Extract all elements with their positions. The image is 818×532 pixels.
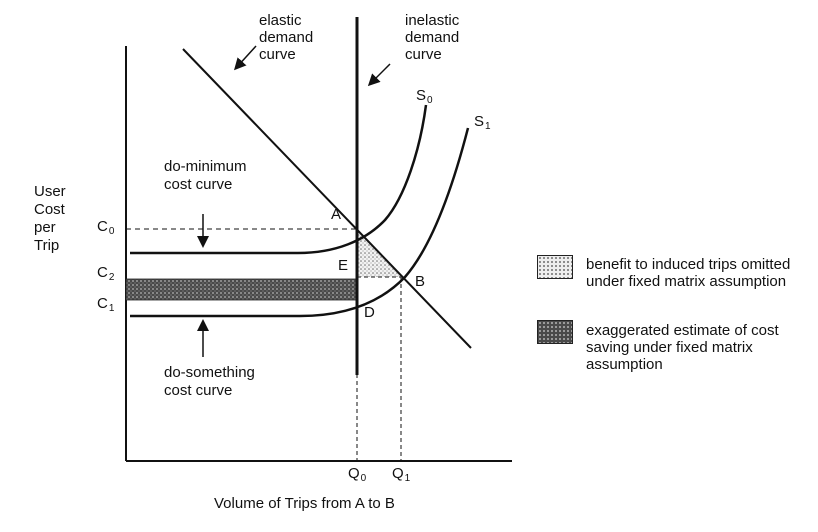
elastic-label-line-2: demand: [259, 29, 314, 46]
elastic-demand-label: elastic demand curve: [259, 12, 313, 63]
c2-base: C: [97, 264, 108, 281]
do-minimum-label: do-minimum cost curve: [164, 158, 247, 194]
c1-base: C: [97, 295, 108, 312]
legend-dark-text: exaggerated estimate of cost saving unde…: [586, 322, 779, 373]
inelastic-demand-label: inelastic demand curve: [405, 12, 459, 63]
c1-sub: 1: [108, 303, 115, 314]
point-e-label: E: [338, 257, 349, 274]
elastic-demand-curve: [182, 48, 472, 349]
y-axis-label-line-4: Trip: [34, 237, 60, 254]
do-something-label-line-1: do-something: [164, 364, 255, 381]
point-b-label: B: [415, 273, 426, 290]
inelastic-label-line-1: inelastic: [405, 12, 460, 29]
s0-label: S0: [416, 87, 433, 107]
q1-base: Q: [392, 465, 404, 482]
y-axis-label-line-2: Cost: [34, 201, 65, 218]
y-axis-label-line-3: per: [34, 219, 56, 236]
legend-light-swatch: [537, 255, 573, 279]
y-axis-label-line-1: User: [34, 183, 66, 200]
s0-sub: 0: [427, 95, 433, 106]
do-something-label: do-something cost curve: [164, 364, 255, 400]
s1-base: S: [474, 113, 485, 130]
elastic-label-line-1: elastic: [259, 12, 302, 29]
legend-light-text: benefit to induced trips omitted under f…: [586, 256, 791, 290]
q0-label: Q0: [348, 465, 367, 485]
elastic-label-line-3: curve: [259, 46, 296, 63]
q0-sub: 0: [360, 473, 367, 484]
s1-label: S1: [474, 113, 491, 133]
c0-label: C0: [97, 218, 115, 238]
inelastic-label-line-2: demand: [405, 29, 460, 46]
inelastic-label-line-3: curve: [405, 46, 442, 63]
do-something-label-line-2: cost curve: [164, 382, 233, 399]
point-d-label: D: [364, 304, 375, 321]
c0-base: C: [97, 218, 108, 235]
do-minimum-cost-curve: [130, 104, 428, 255]
elastic-pointer-arrow: [233, 45, 257, 71]
y-axis-label: User Cost per Trip: [34, 183, 66, 255]
s0-base: S: [416, 87, 427, 104]
do-minimum-label-line-1: do-minimum: [164, 158, 247, 175]
q0-base: Q: [348, 465, 360, 482]
q1-sub: 1: [404, 473, 411, 484]
c2-label: C2: [97, 264, 115, 284]
c2-sub: 2: [108, 272, 115, 283]
dark-stipple-region: [125, 278, 358, 301]
c1-label: C1: [97, 295, 115, 315]
point-a-label: A: [331, 206, 342, 223]
s1-sub: 1: [485, 121, 491, 132]
legend-dark-swatch: [537, 320, 573, 344]
do-minimum-label-line-2: cost curve: [164, 176, 233, 193]
inelastic-pointer-arrow: [367, 63, 391, 87]
q1-label: Q1: [392, 465, 411, 485]
do-something-cost-curve: [130, 127, 470, 318]
c0-sub: 0: [108, 226, 115, 237]
x-axis-label: Volume of Trips from A to B: [214, 495, 395, 512]
